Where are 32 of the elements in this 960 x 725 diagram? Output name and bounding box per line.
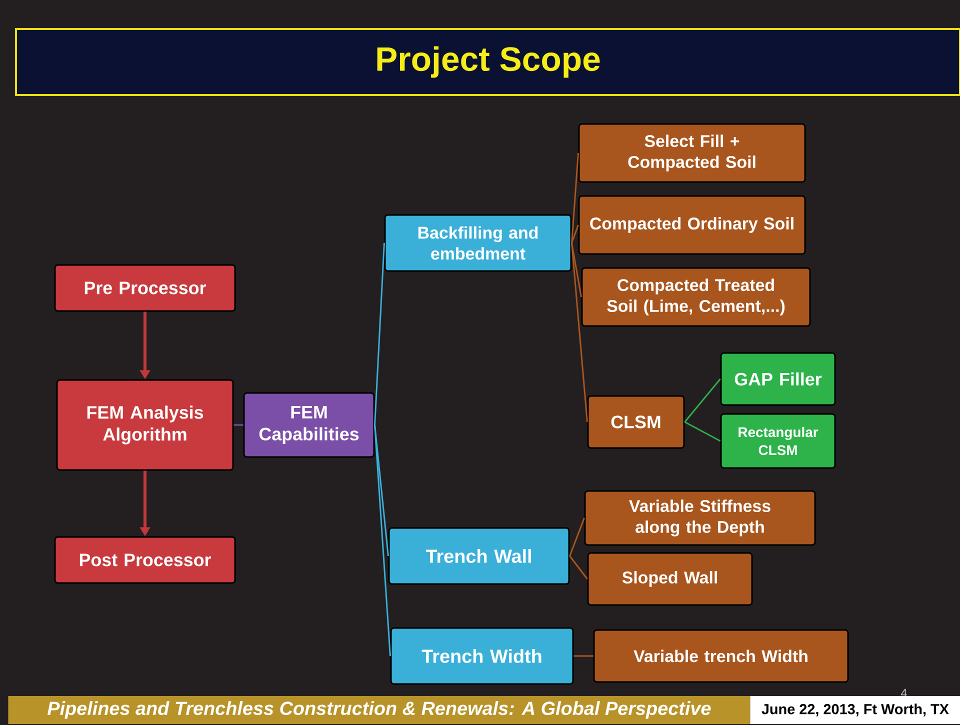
process-box: GAP Filler [720, 352, 836, 406]
footer-banner: Pipelines and Trenchless Construction & Renewals: A Global Perspective [8, 696, 750, 724]
connector-line [569, 556, 588, 580]
date-box: June 22, 2013, Ft Worth, TX [750, 696, 960, 724]
connector-line [571, 224, 579, 244]
connector-line [684, 421, 721, 442]
process-box: Compacted Ordinary Soil [578, 195, 806, 255]
connector-line [374, 424, 391, 656]
process-box: Variable Stiffness along the Depth [584, 490, 816, 546]
connector-line [569, 518, 585, 556]
connector-line [574, 655, 594, 657]
process-box: Pre Processor [54, 264, 236, 312]
connector-line [234, 424, 244, 426]
process-box: Trench Wall [388, 527, 570, 585]
process-box: Trench Width [390, 627, 574, 685]
process-box: Variable trench Width [593, 629, 849, 683]
process-box: FEM Analysis Algorithm [56, 379, 234, 471]
connector-line [684, 378, 721, 422]
connector-line [374, 424, 389, 556]
connector-line [571, 242, 582, 298]
process-box: Select Fill + Compacted Soil [578, 123, 806, 183]
title-banner: Project Scope [15, 28, 960, 96]
process-box: FEM Capabilities [243, 392, 375, 458]
process-box: Sloped Wall [587, 552, 753, 606]
connector-line [374, 242, 385, 426]
process-box: Backfilling and embedment [384, 214, 572, 272]
process-box: CLSM [587, 395, 685, 449]
connector-line [571, 152, 579, 244]
process-box: Compacted Treated Soil (Lime, Cement,...) [581, 267, 811, 327]
process-box: Post Processor [54, 536, 236, 584]
connector-line [571, 242, 588, 422]
process-box: Rectangular CLSM [720, 413, 836, 469]
